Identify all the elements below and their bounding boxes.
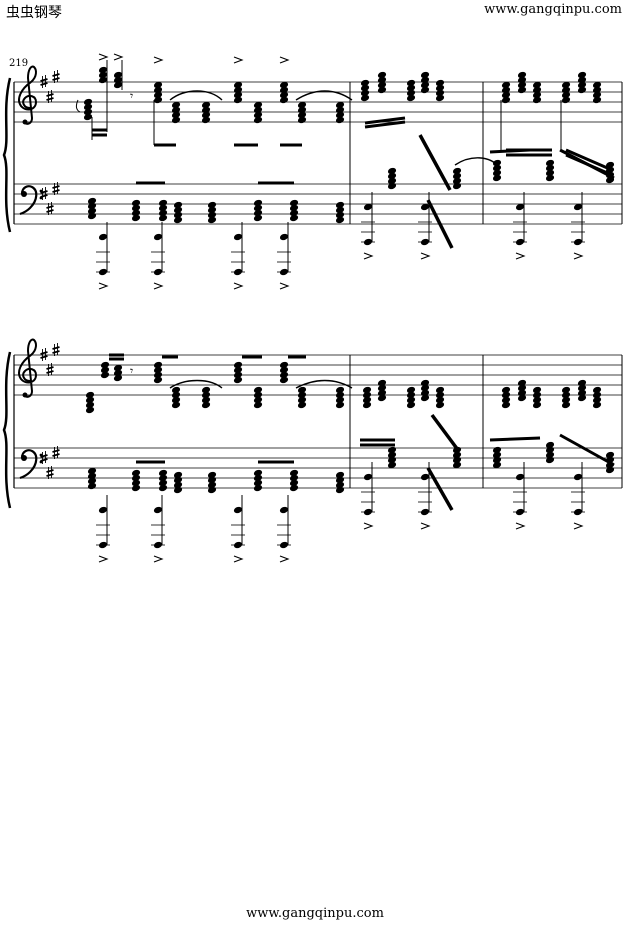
- treble-notes-m1: 𝄾: [75, 53, 353, 147]
- svg-text:𝄾: 𝄾: [130, 364, 133, 378]
- system-1: 𝄾: [2, 53, 623, 289]
- site-url-footer: www.gangqinpu.com: [246, 906, 384, 921]
- bass-notes-s2: [87, 433, 615, 562]
- site-name: 虫虫钢琴: [6, 5, 62, 21]
- treble-notes-m2: [360, 71, 613, 191]
- treble-clef-icon: [18, 65, 38, 126]
- brace: [2, 77, 12, 233]
- bass-clef-icon: [18, 185, 44, 216]
- system-2: 𝄾: [2, 338, 623, 562]
- bass-notes: [87, 148, 615, 289]
- key-signature: [39, 342, 61, 480]
- treble-notes-s2: 𝄾: [85, 353, 602, 452]
- staff-bass: [14, 447, 622, 489]
- svg-text:𝄾: 𝄾: [130, 89, 133, 103]
- treble-clef-icon: [18, 338, 38, 399]
- staff-treble: [14, 81, 622, 123]
- site-url-header: www.gangqinpu.com: [484, 2, 622, 17]
- brace: [2, 351, 12, 509]
- measure-number: 219: [9, 58, 29, 69]
- bass-clef-icon: [18, 449, 44, 480]
- staff-bass: [14, 183, 622, 225]
